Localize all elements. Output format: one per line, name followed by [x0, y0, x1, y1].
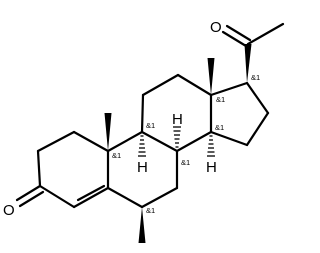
stereo-labels: &1 &1 &1 &1 &1 &1 &1 — [112, 73, 260, 215]
bond — [209, 130, 249, 147]
bond — [140, 186, 179, 209]
hashed-hydrogen-bonds — [138, 126, 215, 157]
molecule-drawing: O O H H H &1 &1 &1 &1 &1 &1 &1 — [3, 19, 285, 243]
wedge-bond-c6-methyl — [138, 207, 146, 243]
bond-carbonyl — [18, 190, 45, 208]
bond — [36, 130, 76, 153]
bond-carbonyl — [221, 30, 248, 48]
hash-bond-h9 — [138, 135, 146, 157]
bond — [106, 186, 144, 209]
bond — [176, 73, 213, 97]
bond — [140, 93, 145, 134]
angular-methyls — [104, 58, 215, 243]
bond — [141, 73, 180, 97]
bond — [175, 130, 213, 153]
bond-carbonyl — [225, 24, 252, 42]
bond — [106, 130, 144, 153]
atom-label-hydrogen-c14: H — [206, 159, 217, 176]
stereo-label-c10: &1 — [112, 151, 121, 160]
stereo-label-c8: &1 — [181, 158, 190, 167]
bond — [209, 81, 249, 97]
atom-labels: O O H H H — [3, 19, 222, 219]
atom-label-hydrogen-c8: H — [172, 111, 183, 128]
bond — [72, 130, 110, 153]
bond — [36, 149, 42, 188]
bond-carbonyl — [15, 184, 42, 202]
bond — [245, 111, 270, 147]
hash-bond-h8 — [173, 126, 181, 148]
structure-diagram: O O H H H &1 &1 &1 &1 &1 &1 &1 — [3, 19, 285, 243]
stereo-label-c6: &1 — [146, 206, 155, 215]
wedge-bond-c19-methyl — [104, 113, 112, 151]
ring-b-bonds — [106, 130, 179, 209]
ring-a-bonds — [15, 130, 110, 209]
atom-label-hydrogen-c9: H — [137, 159, 148, 176]
bond-methyl — [246, 22, 285, 46]
stereo-label-c14: &1 — [215, 123, 224, 132]
atom-label-oxygen-ketone: O — [3, 202, 15, 219]
wedge-bond — [244, 44, 252, 83]
atom-label-oxygen-acetyl: O — [210, 19, 222, 36]
stereo-label-c9: &1 — [146, 121, 155, 130]
bond-double-inner — [76, 184, 106, 202]
stereo-label-c17: &1 — [251, 73, 260, 82]
bond — [38, 184, 76, 209]
ring-d-bonds — [209, 81, 270, 147]
acetyl-group — [221, 22, 285, 83]
bond — [140, 130, 179, 153]
ring-c-bonds — [140, 73, 213, 153]
bond — [72, 186, 110, 209]
bond — [245, 81, 270, 115]
stereo-label-c13: &1 — [216, 95, 225, 104]
hash-bond-h14 — [207, 135, 215, 157]
wedge-bond-c18-methyl — [207, 58, 215, 95]
